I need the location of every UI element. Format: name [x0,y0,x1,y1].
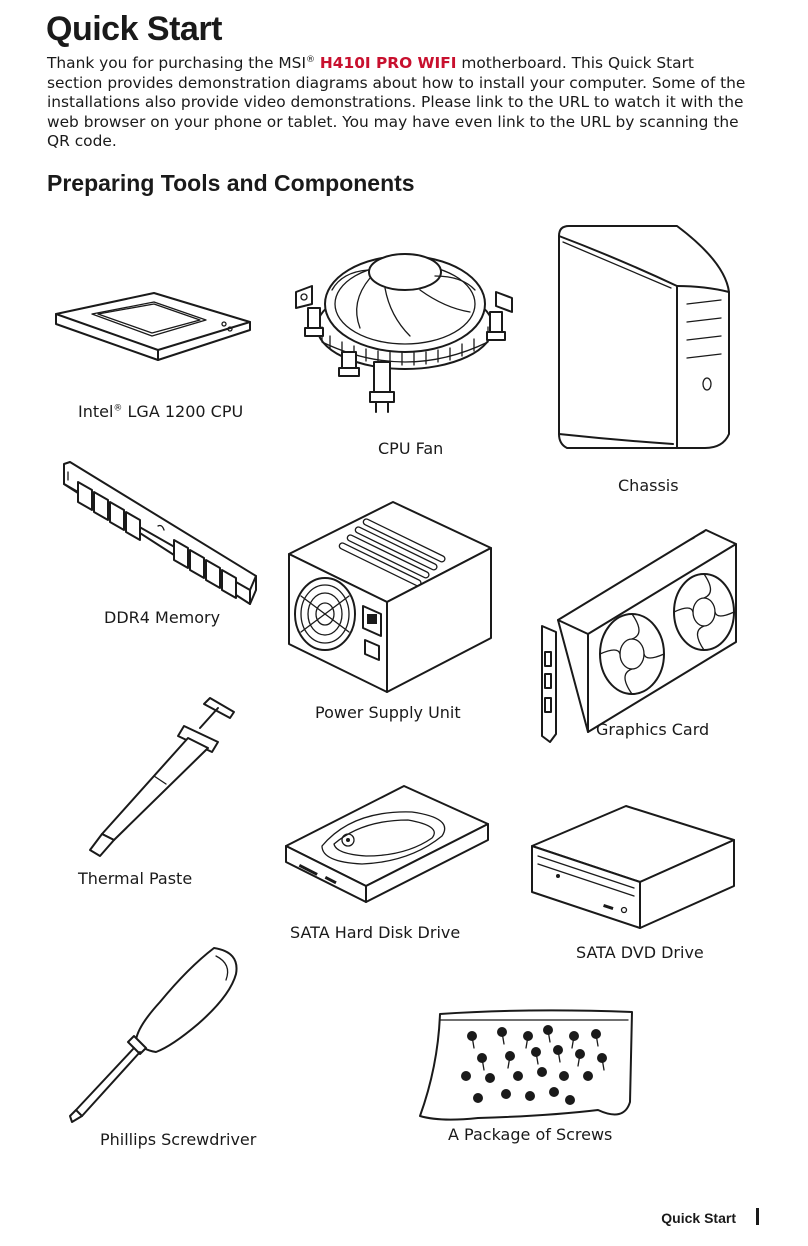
gpu-label: Graphics Card [596,720,710,739]
cpu-label: Intel® LGA 1200 CPU [78,402,244,421]
registered-mark: ® [305,54,315,65]
screws-label: A Package of Screws [448,1125,613,1144]
hard-disk-icon [285,785,489,903]
footer-bar [756,1208,759,1225]
screwdriver-label: Phillips Screwdriver [100,1130,257,1149]
screws-package-icon [419,1009,633,1121]
intro-text-rest: motherboard. This Quick Start section pr… [47,54,746,150]
graphics-card-icon [541,529,737,743]
page-title: Quick Start [46,10,222,48]
cpu-fan-icon [295,253,513,413]
thermal-paste-icon [89,697,235,857]
intro-paragraph: Thank you for purchasing the MSI® H410I … [47,54,747,152]
cpu-icon [55,292,251,361]
memory-label: DDR4 Memory [104,608,221,627]
chassis-icon [558,225,730,449]
psu-label: Power Supply Unit [315,703,461,722]
cpu-fan-label: CPU Fan [378,439,444,458]
footer-section-label: Quick Start [661,1210,736,1226]
dvd-drive-icon [531,805,735,929]
chassis-label: Chassis [618,476,679,495]
screwdriver-icon [69,947,238,1123]
model-name: H410I PRO WIFI [319,54,457,72]
hdd-label: SATA Hard Disk Drive [290,923,461,942]
thermal-paste-label: Thermal Paste [78,869,193,888]
intro-text: Thank you for purchasing the MSI [47,54,306,72]
memory-icon [63,461,257,605]
psu-icon [288,501,492,693]
dvd-label: SATA DVD Drive [576,943,704,962]
section-title: Preparing Tools and Components [47,170,415,196]
